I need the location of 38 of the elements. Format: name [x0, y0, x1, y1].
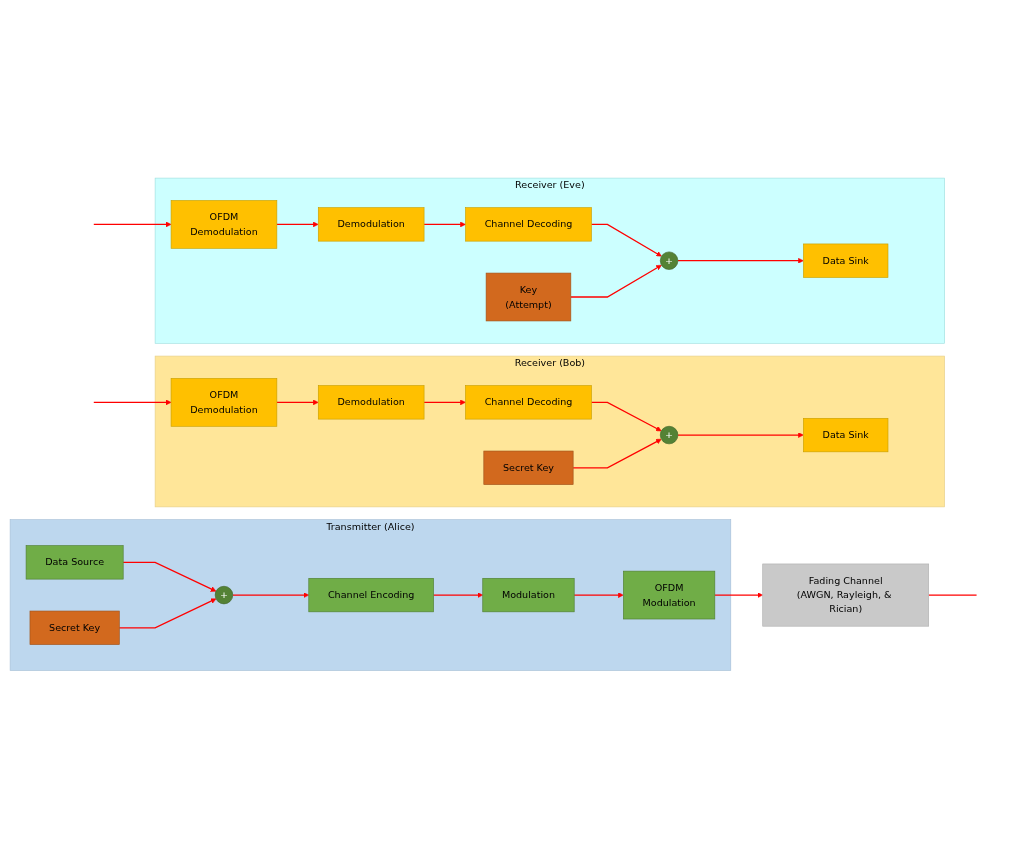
node-circle: +: [659, 251, 679, 271]
arrow: [118, 598, 217, 629]
arrow: [572, 439, 662, 469]
connector: [928, 594, 978, 596]
node-box: Channel Decoding: [465, 385, 592, 420]
node-box: Modulation: [482, 578, 575, 613]
arrow: [714, 592, 763, 599]
node-box: Data Sink: [803, 418, 889, 453]
arrow: [423, 399, 466, 406]
arrow: [590, 401, 662, 432]
arrow: [573, 592, 624, 599]
node-circle: +: [214, 586, 234, 605]
node-box: Secret Key: [483, 450, 574, 486]
node-box: Data Sink: [803, 243, 889, 278]
arrow: [122, 561, 217, 592]
arrow: [432, 592, 483, 599]
arrow: [232, 592, 310, 599]
arrow: [423, 221, 466, 228]
arrow: [570, 265, 662, 298]
node-box: Fading Channel (AWGN, Rayleigh, & Rician): [762, 563, 929, 627]
arrow: [93, 221, 172, 228]
arrow: [677, 432, 804, 439]
node-box: OFDM Demodulation: [170, 200, 278, 249]
node-box: Channel Encoding: [308, 578, 434, 613]
node-box: Demodulation: [317, 385, 425, 420]
node-box: OFDM Demodulation: [170, 378, 278, 427]
node-box: Demodulation: [317, 207, 425, 242]
node-box: Key (Attempt): [485, 272, 572, 322]
arrow: [677, 258, 804, 264]
node-box: Channel Decoding: [465, 207, 592, 242]
node-box: OFDM Modulation: [623, 571, 716, 620]
arrow: [276, 221, 319, 228]
node-box: Secret Key: [29, 610, 120, 646]
arrow: [93, 399, 172, 406]
arrow: [276, 399, 319, 406]
arrow: [590, 223, 662, 257]
node-box: Data Source: [25, 545, 124, 580]
node-circle: +: [659, 426, 679, 445]
